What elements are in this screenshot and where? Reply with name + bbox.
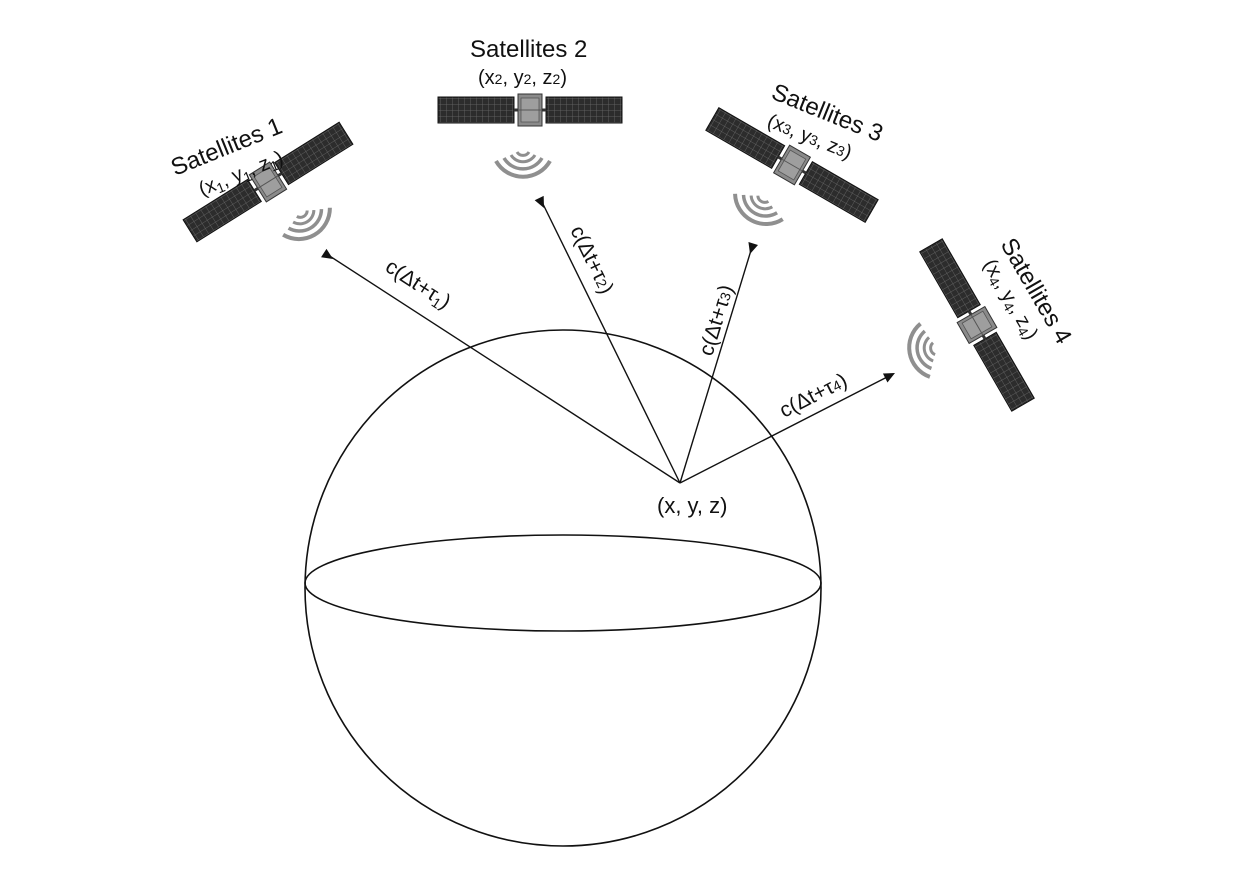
path-label-1: c(Δt+τ1) bbox=[380, 255, 455, 316]
signal-waves-icon bbox=[276, 197, 340, 251]
signal-waves-icon bbox=[902, 320, 941, 382]
arrowheads bbox=[321, 195, 895, 383]
satellite-1: Satellites 1 (x1, y1, z1) bbox=[167, 113, 356, 251]
path-label-2: c(Δt+τ2) bbox=[566, 222, 619, 297]
equator-ellipse bbox=[304, 534, 822, 632]
satellite-4: Satellites 4 (x4, y4, z4) bbox=[902, 234, 1077, 415]
satellite-2: Satellites 2 (x2, y2, z2) bbox=[436, 36, 624, 179]
satellite-3: Satellites 3 (x3, y3, z3) bbox=[702, 79, 887, 234]
path-label-3: c(Δt+τ3) bbox=[695, 282, 738, 358]
satellite-2-coordinates: (x2, y2, z2) bbox=[478, 67, 567, 89]
arrowhead-icon bbox=[882, 373, 895, 383]
signal-path-1 bbox=[324, 252, 681, 484]
signal-paths bbox=[324, 199, 894, 484]
signal-waves-icon bbox=[728, 186, 787, 233]
signal-path-4 bbox=[679, 373, 894, 484]
receiver-label: (x, y, z) bbox=[657, 493, 727, 518]
satellite-2-name: Satellites 2 bbox=[470, 36, 587, 63]
signal-path-2 bbox=[540, 199, 681, 484]
earth-outline bbox=[304, 329, 822, 847]
arrowhead-icon bbox=[748, 242, 758, 254]
signal-path-3 bbox=[679, 246, 753, 484]
arrowhead-icon bbox=[534, 195, 544, 208]
earth-sphere bbox=[304, 329, 822, 847]
arrowhead-icon bbox=[321, 248, 333, 259]
satellite-icon bbox=[436, 92, 624, 128]
signal-waves-icon bbox=[494, 150, 552, 179]
